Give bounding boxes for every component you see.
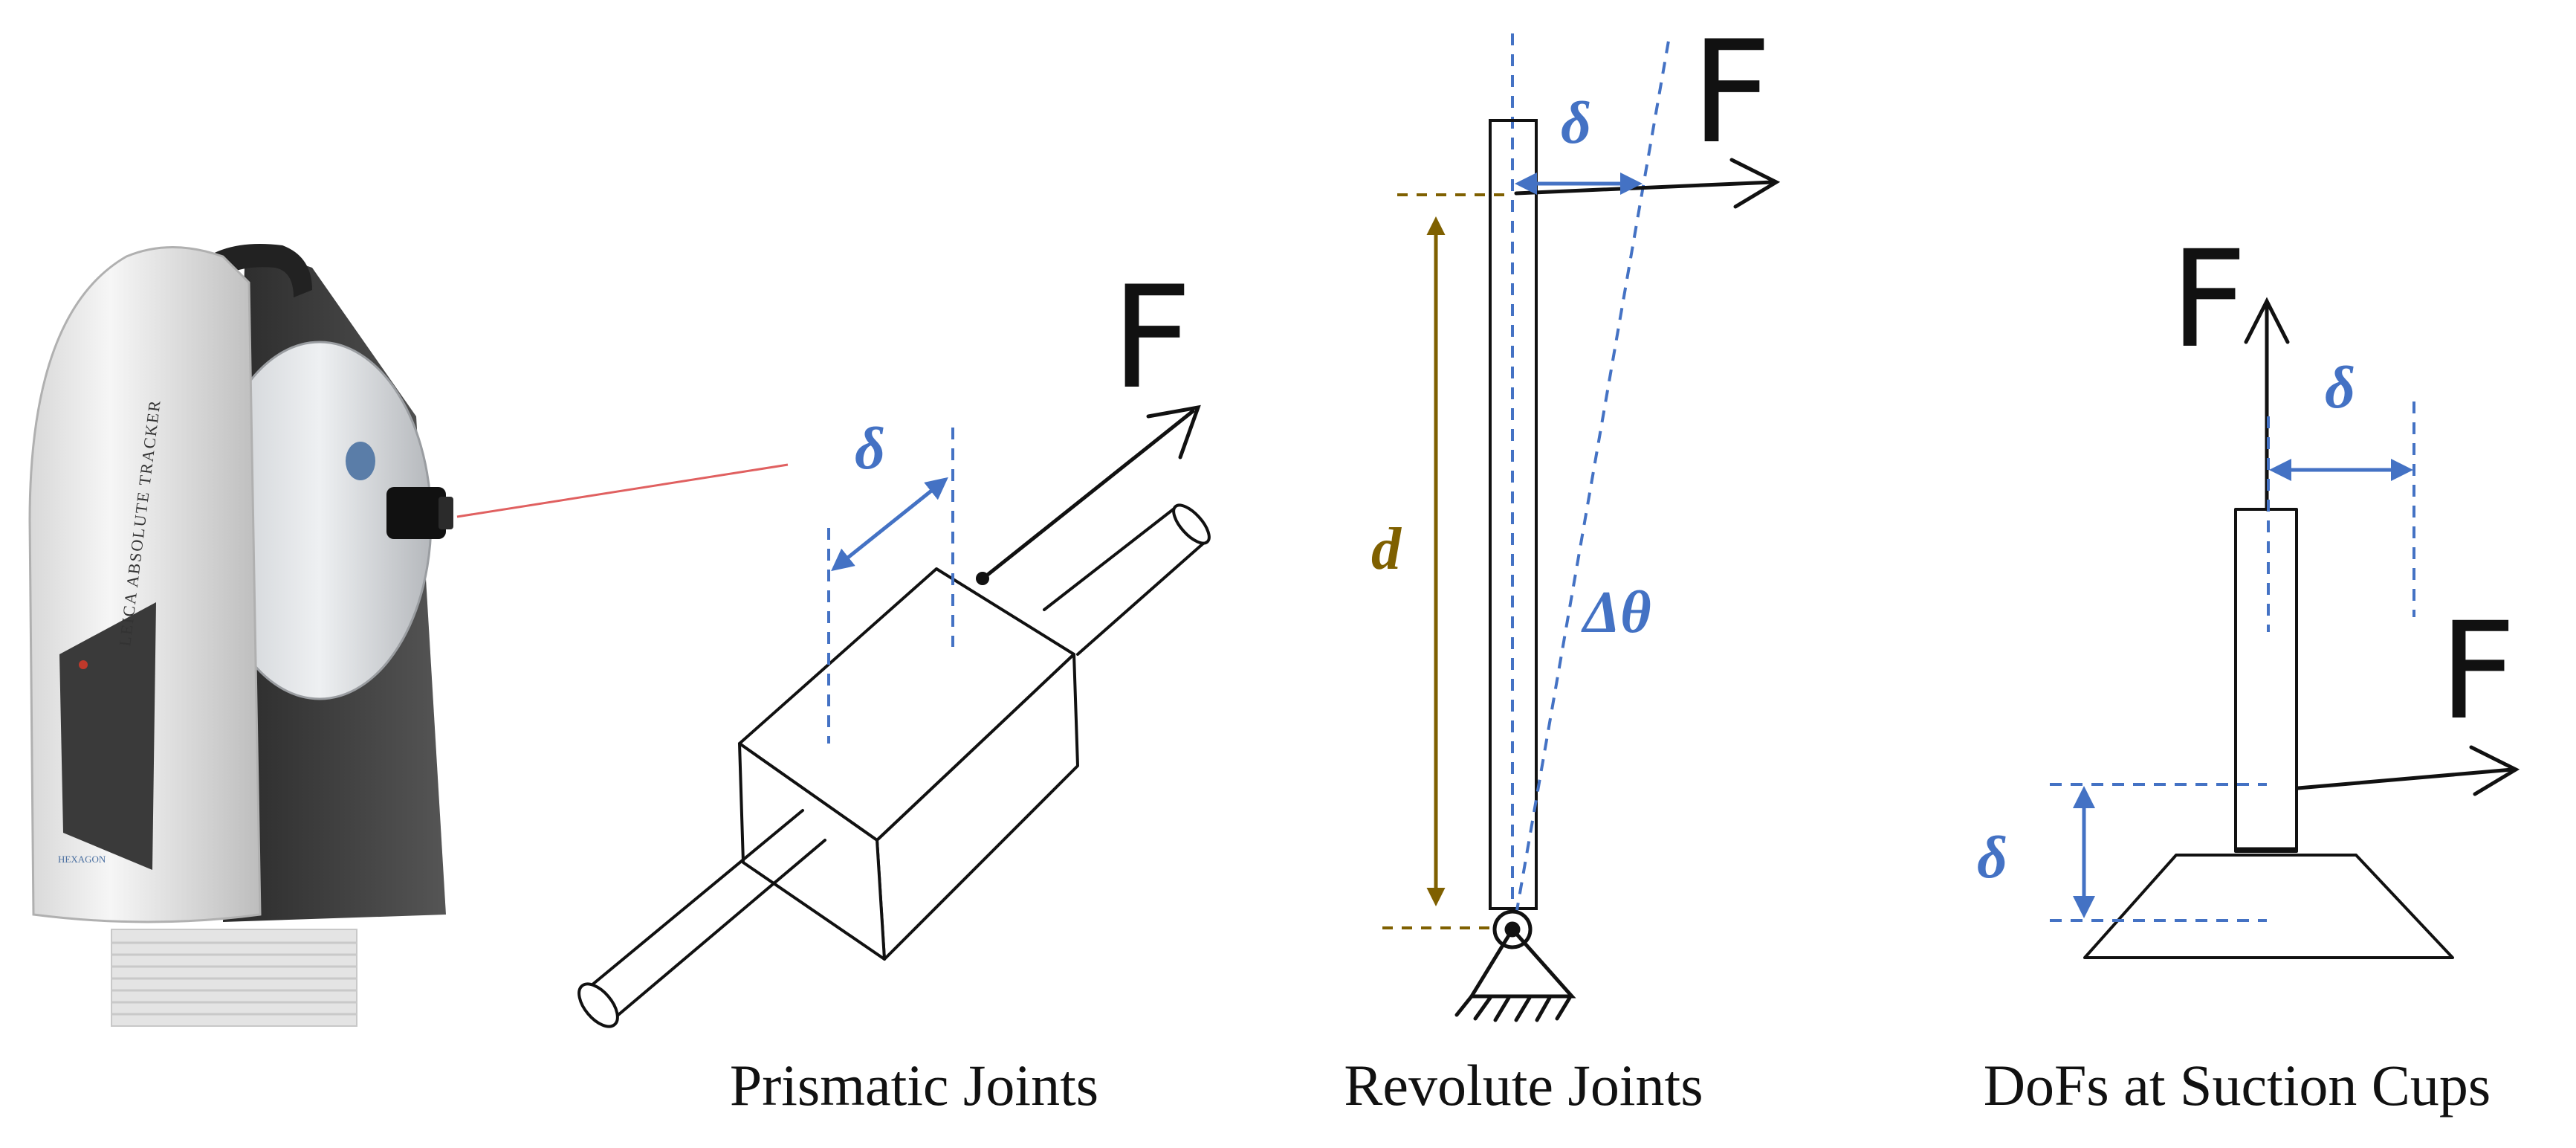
revolute-angle-label: Δθ	[1581, 580, 1651, 645]
revolute-deflected-line	[1515, 40, 1670, 915]
prismatic-block	[738, 567, 1079, 961]
suction-horizontal-displacement-label: δ	[2325, 355, 2355, 421]
caption-prismatic-joints: Prismatic Joints	[729, 1053, 1099, 1118]
suction-vertical-force-label: F	[2170, 222, 2247, 378]
prismatic-rod-lower	[577, 809, 826, 1028]
revolute-distance-guides	[1382, 193, 1512, 929]
tracker-display	[59, 602, 156, 870]
suction-vertical-force-arrow	[2244, 297, 2290, 512]
revolute-pivot	[1454, 909, 1576, 1022]
suction-vertical-displacement-label: δ	[1977, 825, 2007, 891]
prismatic-displacement-guides	[827, 428, 954, 744]
laser-beam	[456, 463, 789, 518]
prismatic-displacement-label: δ	[855, 416, 885, 482]
prismatic-joint-diagram	[577, 503, 1211, 1028]
suction-cup-base	[2083, 854, 2454, 959]
suction-horizontal-force-arrow	[2296, 745, 2520, 796]
prismatic-force-label: F	[1111, 256, 1192, 420]
revolute-displacement-label: δ	[1561, 91, 1591, 156]
suction-cup-diagram	[2083, 508, 2454, 959]
suction-horizontal-guides	[2267, 402, 2415, 632]
tracker-laser-head	[386, 487, 446, 539]
caption-suction-cups: DoFs at Suction Cups	[1983, 1053, 2491, 1118]
revolute-distance-label: d	[1371, 517, 1402, 582]
revolute-link	[1489, 119, 1538, 910]
tracker-base-label: HEXAGON	[58, 854, 106, 865]
tracker-lens	[346, 442, 375, 480]
prismatic-displacement-arrow	[831, 477, 948, 572]
laser-tracker-image: LEICA ABSOLUTE TRACKER HEXAGON	[28, 244, 453, 1027]
tracker-base	[111, 929, 357, 1027]
suction-horizontal-force-label: F	[2439, 594, 2517, 749]
revolute-force-label: F	[1691, 10, 1772, 175]
prismatic-force-arrow	[979, 404, 1201, 582]
suction-vertical-guides	[2050, 783, 2267, 922]
suction-cup-stem	[2234, 508, 2298, 853]
prismatic-rod-upper	[1043, 503, 1211, 656]
caption-revolute-joints: Revolute Joints	[1344, 1053, 1703, 1118]
